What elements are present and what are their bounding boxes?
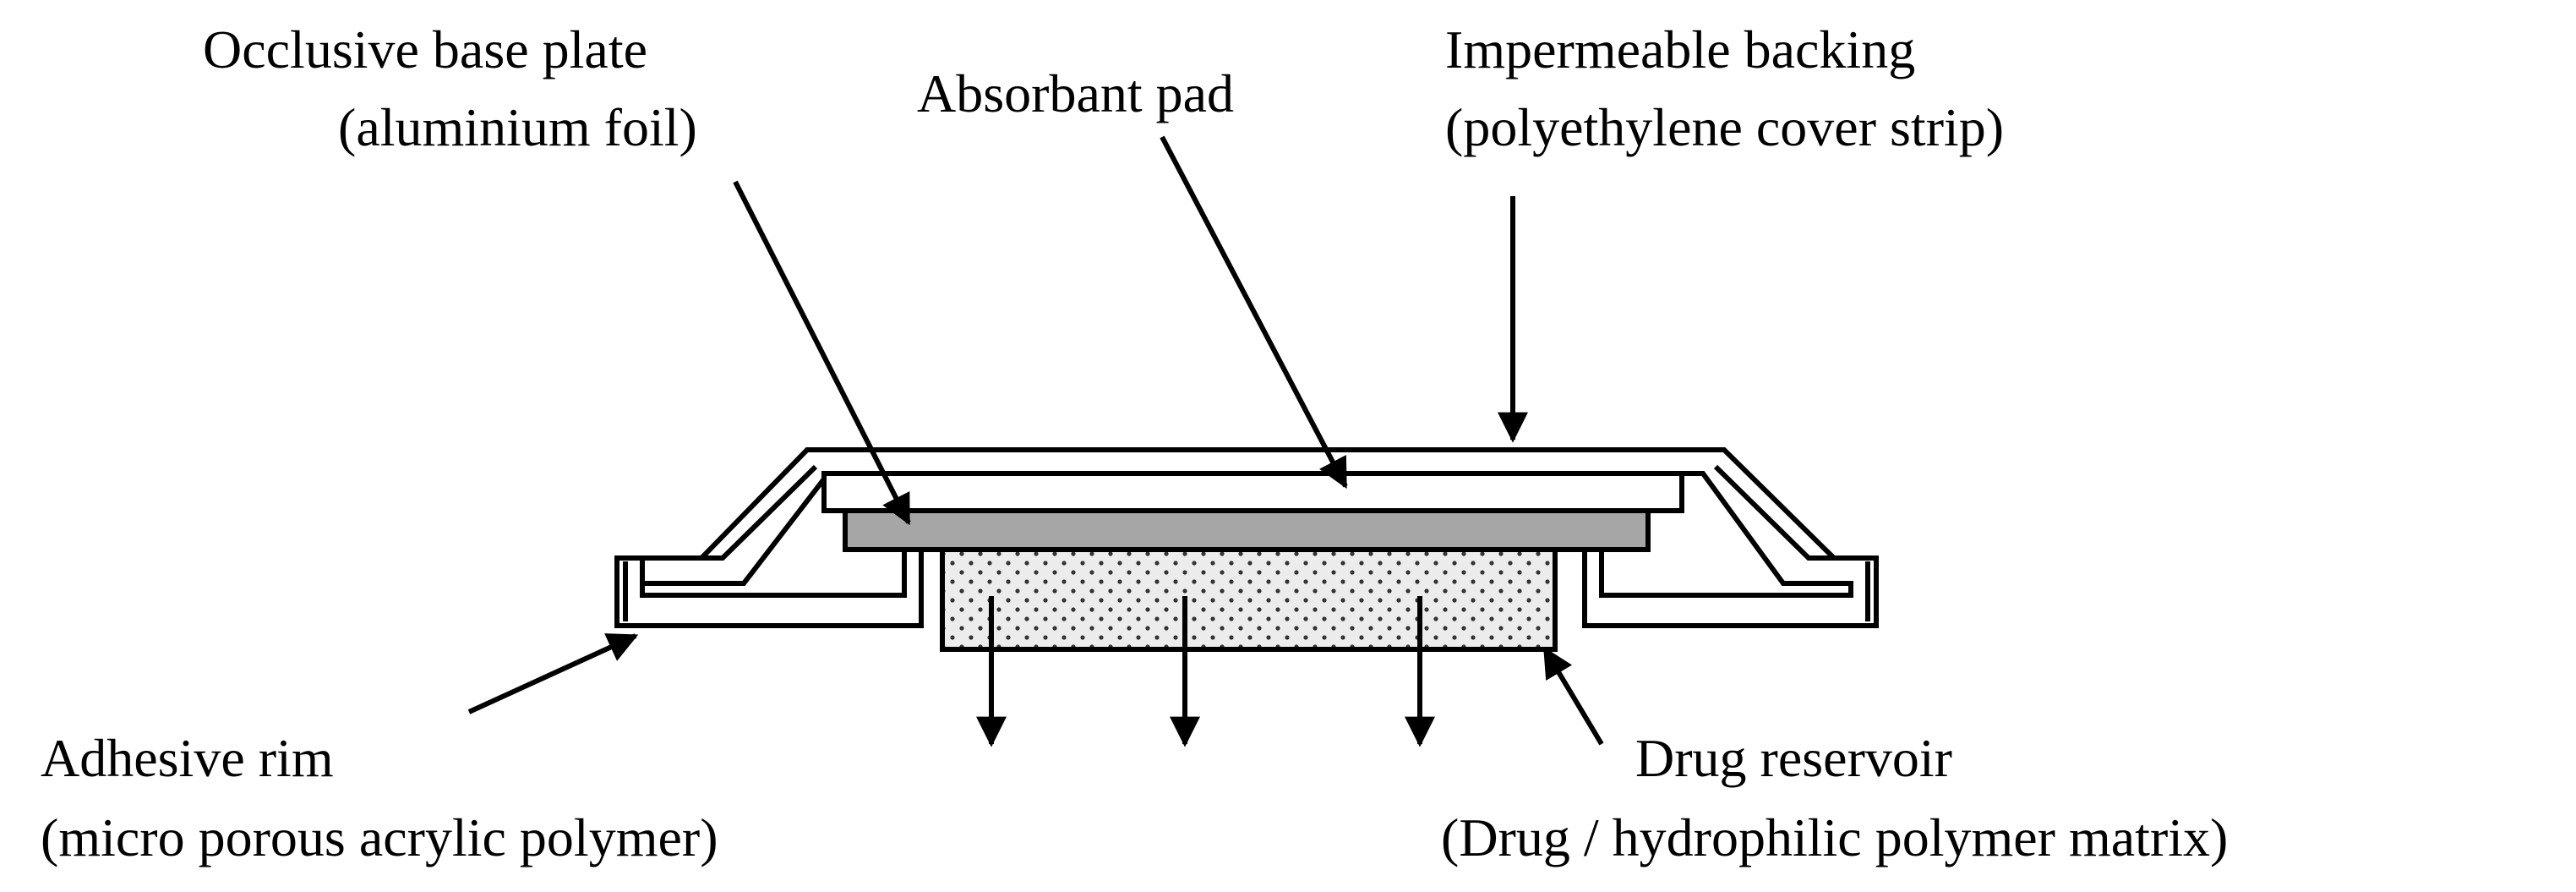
label-absorbant-pad: Absorbant pad xyxy=(917,63,1234,123)
label-occlusive-base-plate-line2: (aluminium foil) xyxy=(338,97,697,157)
label-adhesive-rim-line2: (micro porous acrylic polymer) xyxy=(41,807,718,867)
label-drug-reservoir-line1: Drug reservoir xyxy=(1635,728,1952,788)
leader-drug-reservoir xyxy=(1542,646,1604,746)
leader-absorbant-pad xyxy=(1160,135,1348,490)
leader-adhesive-rim xyxy=(467,633,639,714)
label-adhesive-rim-line1: Adhesive rim xyxy=(41,728,334,788)
label-occlusive-base-plate-line1: Occlusive base plate xyxy=(203,19,647,79)
absorbant-pad xyxy=(821,471,1684,513)
drug-reservoir xyxy=(940,547,1558,652)
occlusive-base-plate xyxy=(843,508,1651,552)
label-impermeable-backing-line2: (polyethylene cover strip) xyxy=(1445,97,2004,157)
leader-occlusive-base-plate xyxy=(733,180,911,526)
impermeable-backing-inner-left xyxy=(642,464,818,561)
label-impermeable-backing-line1: Impermeable backing xyxy=(1445,19,1915,79)
impermeable-backing-inner-right xyxy=(1713,464,1851,561)
label-drug-reservoir-line2: (Drug / hydrophilic polymer matrix) xyxy=(1441,807,2228,867)
